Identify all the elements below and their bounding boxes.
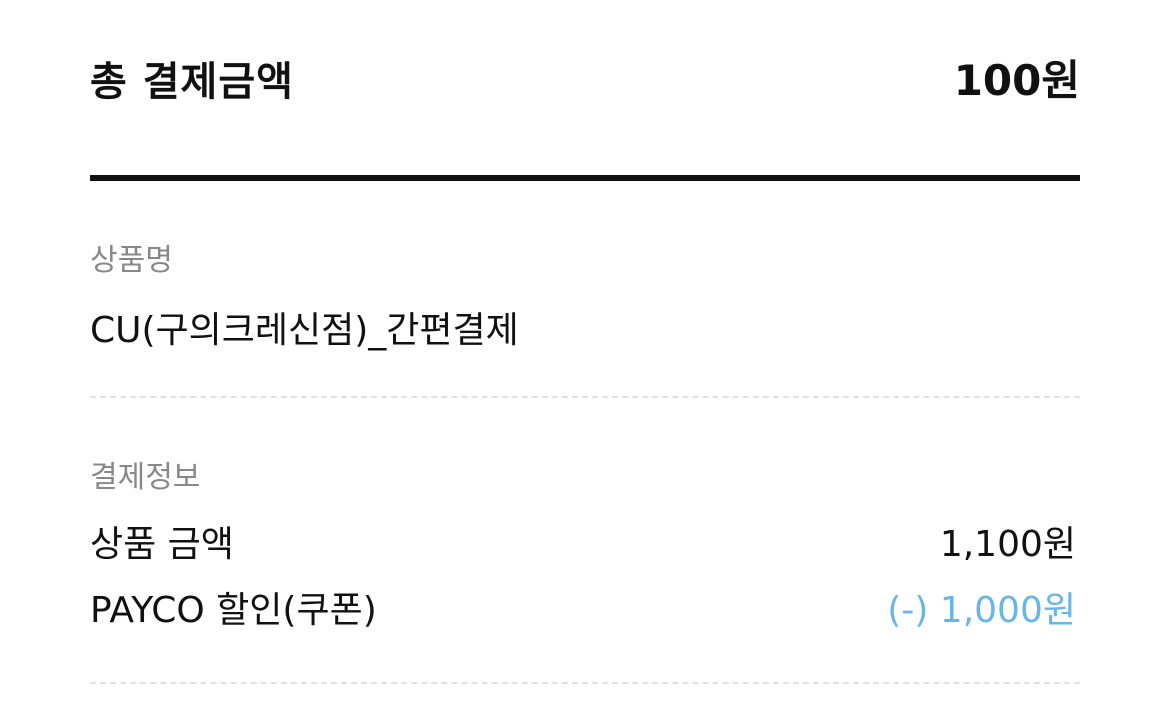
payment-info-title: 결제정보 (90, 460, 201, 495)
section-divider (90, 396, 1080, 398)
product-amount-row: 상품 금액 1,100원 (90, 516, 1080, 566)
product-amount-label: 상품 금액 (90, 524, 234, 565)
total-amount-row: 총 결제금액 100원 (90, 0, 1080, 175)
discount-label: PAYCO 할인(쿠폰) (90, 590, 377, 631)
total-divider (90, 175, 1080, 181)
total-amount-value: 100원 (953, 56, 1080, 105)
product-section: 상품명 CU(구의크레신점)_간편결제 (90, 181, 1080, 396)
product-amount-value: 1,100원 (939, 524, 1076, 565)
section-divider-bottom (90, 682, 1080, 684)
total-amount-label: 총 결제금액 (90, 58, 294, 105)
discount-row: PAYCO 할인(쿠폰) (-) 1,000원 (90, 582, 1080, 632)
product-section-title: 상품명 (90, 243, 173, 278)
discount-value: (-) 1,000원 (887, 590, 1076, 631)
payment-info-section: 결제정보 상품 금액 1,100원 PAYCO 할인(쿠폰) (-) 1,000… (90, 398, 1080, 682)
product-name: CU(구의크레신점)_간편결제 (90, 310, 519, 351)
payment-summary: 총 결제금액 100원 상품명 CU(구의크레신점)_간편결제 결제정보 상품 … (90, 0, 1080, 684)
